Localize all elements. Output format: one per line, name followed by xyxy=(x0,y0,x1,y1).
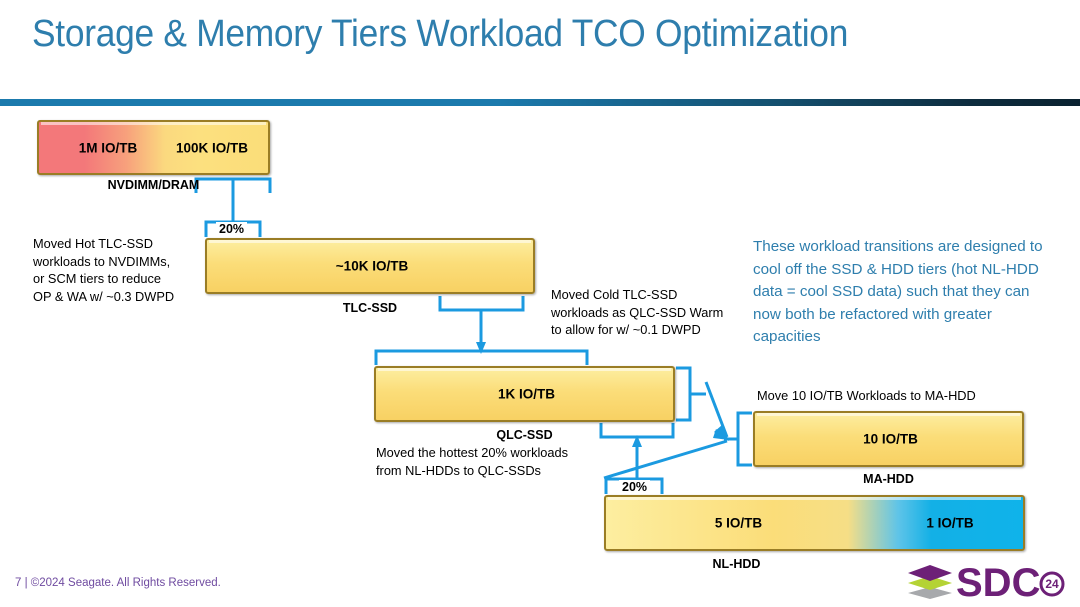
tier-value-tlc: ~10K IO/TB xyxy=(335,258,409,274)
header-divider-bar xyxy=(0,99,1080,106)
logo-diamond-green-icon xyxy=(908,576,952,590)
tier-value-nlhdd-warm: 5 IO/TB xyxy=(714,515,763,531)
tier-label-ma-hdd: MA-HDD xyxy=(863,472,914,486)
tier-value-nvdimm-hot: 1M IO/TB xyxy=(78,140,138,155)
tier-label-nvdimm: NVDIMM/DRAM xyxy=(107,178,200,192)
logo-diamond-gray-icon xyxy=(908,587,952,599)
page-title: Storage & Memory Tiers Workload TCO Opti… xyxy=(32,13,849,55)
footer-copyright: 7 | ©2024 Seagate. All Rights Reserved. xyxy=(15,577,221,589)
tier-label-nl-hdd: NL-HDD xyxy=(712,557,761,571)
tier-box-ma-hdd[interactable]: 10 IO/TB xyxy=(753,411,1024,467)
tier-value-mahdd: 10 IO/TB xyxy=(863,431,918,447)
note-cold-tlc: Moved Cold TLC-SSD workloads as QLC-SSD … xyxy=(551,287,724,337)
percent-label-qlc-from-nlhdd: 20% xyxy=(619,480,651,494)
note-hot-tlc: Moved Hot TLC-SSD workloads to NVDIMMs, … xyxy=(33,236,175,304)
tier-box-nvdimm[interactable]: 1M IO/TB 100K IO/TB xyxy=(37,120,270,175)
tier-value-qlc: 1K IO/TB xyxy=(497,386,555,402)
note-move-mahdd: Move 10 IO/TB Workloads to MA-HDD xyxy=(757,388,976,403)
tier-value-nvdimm-warm: 100K IO/TB xyxy=(175,140,249,155)
tier-box-tlc-ssd[interactable]: ~10K IO/TB xyxy=(205,238,535,294)
sdc-logo: SDC 24 xyxy=(908,561,1065,602)
percent-label-nvdimm-from-tlc: 20% xyxy=(216,222,248,236)
tier-box-qlc-ssd[interactable]: 1K IO/TB xyxy=(374,366,675,422)
logo-wordmark: SDC xyxy=(956,561,1040,602)
tier-label-tlc-ssd: TLC-SSD xyxy=(342,301,398,315)
tier-value-nlhdd-cold: 1 IO/TB xyxy=(926,515,974,531)
tier-label-qlc-ssd: QLC-SSD xyxy=(496,428,553,442)
logo-badge-year: 24 xyxy=(1045,577,1059,591)
logo-diamond-purple-icon xyxy=(908,565,952,581)
note-summary: These workload transitions are designed … xyxy=(753,238,1043,345)
logo-badge-ring-icon xyxy=(1039,571,1065,597)
tier-box-nl-hdd[interactable]: 5 IO/TB 1 IO/TB xyxy=(604,495,1025,551)
note-hottest-20: Moved the hottest 20% workloads from NL-… xyxy=(376,445,569,478)
